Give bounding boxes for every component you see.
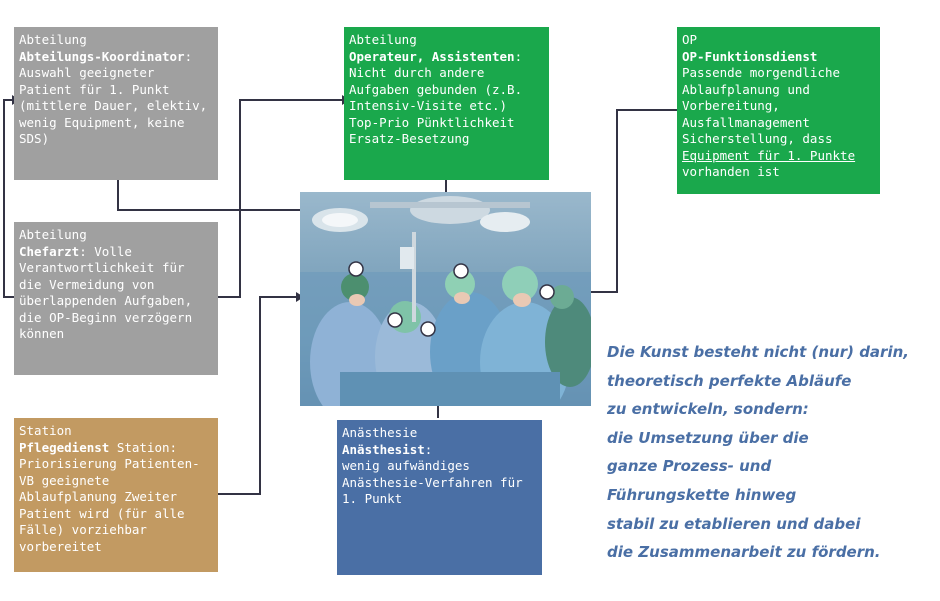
marker-anaesthesist (348, 261, 364, 277)
box-description-end: vorhanden ist (682, 164, 780, 179)
box-role-title: Chefarzt (19, 243, 80, 259)
marker-op-funktion (539, 284, 555, 300)
box-role-title: Pflegedienst (19, 439, 110, 455)
connector-pflege-photo (218, 296, 298, 495)
box-operateur-assistenten: Abteilung Operateur, Assistenten: Nicht … (344, 27, 549, 180)
box-description: wenig aufwändiges Anästhesie-Verfahren f… (342, 458, 523, 506)
box-description: : Nicht durch andere Aufgaben gebunden (… (349, 48, 523, 147)
box-dept-label: Station (19, 423, 72, 438)
marker-pflege (420, 321, 436, 337)
box-description: : Auswahl geeigneter Patient für 1. Punk… (19, 48, 208, 147)
box-op-funktionsdienst: OP OP-Funktionsdienst Passende morgendli… (677, 27, 880, 194)
box-role-title: OP-Funktionsdienst (682, 48, 818, 64)
box-role-suffix: Station: (109, 439, 178, 455)
box-chefarzt: Abteilung Chefarzt: Volle Verantwortlich… (14, 222, 218, 375)
box-pflegedienst: Station Pflegedienst Station: Priorisier… (14, 418, 218, 572)
box-description: Passende morgendliche Ablaufplanung und … (682, 65, 841, 146)
box-role-suffix: : (424, 441, 433, 457)
box-role-title: Anästhesist (342, 441, 425, 457)
box-abteilungs-koordinator: Abteilung Abteilungs-Koordinator: Auswah… (14, 27, 218, 180)
quote-line: theoretisch perfekte Abläufe (607, 371, 852, 390)
photo-markers (348, 261, 555, 337)
quote-line: Die Kunst besteht nicht (nur) darin, (607, 343, 909, 361)
box-dept-label: Abteilung (19, 32, 87, 47)
marker-operateur (453, 263, 469, 279)
box-underlined-text: Equipment für 1. Punkte (682, 147, 856, 163)
marker-assistent (387, 312, 403, 328)
box-description: : Volle Verantwortlichkeit für die Verme… (19, 243, 193, 342)
connector-chef-koord (3, 99, 14, 298)
quote-line: die Umsetzung über die (607, 428, 809, 447)
quote-line: zu entwickeln, sondern: (607, 400, 809, 419)
box-anaesthesist: Anästhesie Anästhesist: wenig aufwändige… (337, 420, 542, 575)
quote-line: ganze Prozess- und (607, 457, 772, 476)
quote-line: Führungskette hinweg (607, 485, 797, 504)
box-dept-label: Abteilung (349, 32, 417, 47)
quote-line: die Zusammenarbeit zu fördern. (607, 543, 881, 562)
box-role-title: Abteilungs-Koordinator (19, 48, 185, 64)
box-dept-label: OP (682, 32, 698, 47)
quote-line: stabil zu etablieren und dabei (607, 514, 861, 533)
quote-text: Die Kunst besteht nicht (nur) darin, the… (607, 338, 937, 567)
box-dept-label: Abteilung (19, 227, 87, 242)
surgery-photo (300, 192, 591, 406)
box-description: Priorisierung Patienten-VB geeignete Abl… (19, 456, 200, 554)
box-role-title: Operateur, Assistenten (349, 48, 515, 64)
box-dept-label: Anästhesie (342, 425, 418, 440)
connector-chef-oper (218, 99, 342, 298)
